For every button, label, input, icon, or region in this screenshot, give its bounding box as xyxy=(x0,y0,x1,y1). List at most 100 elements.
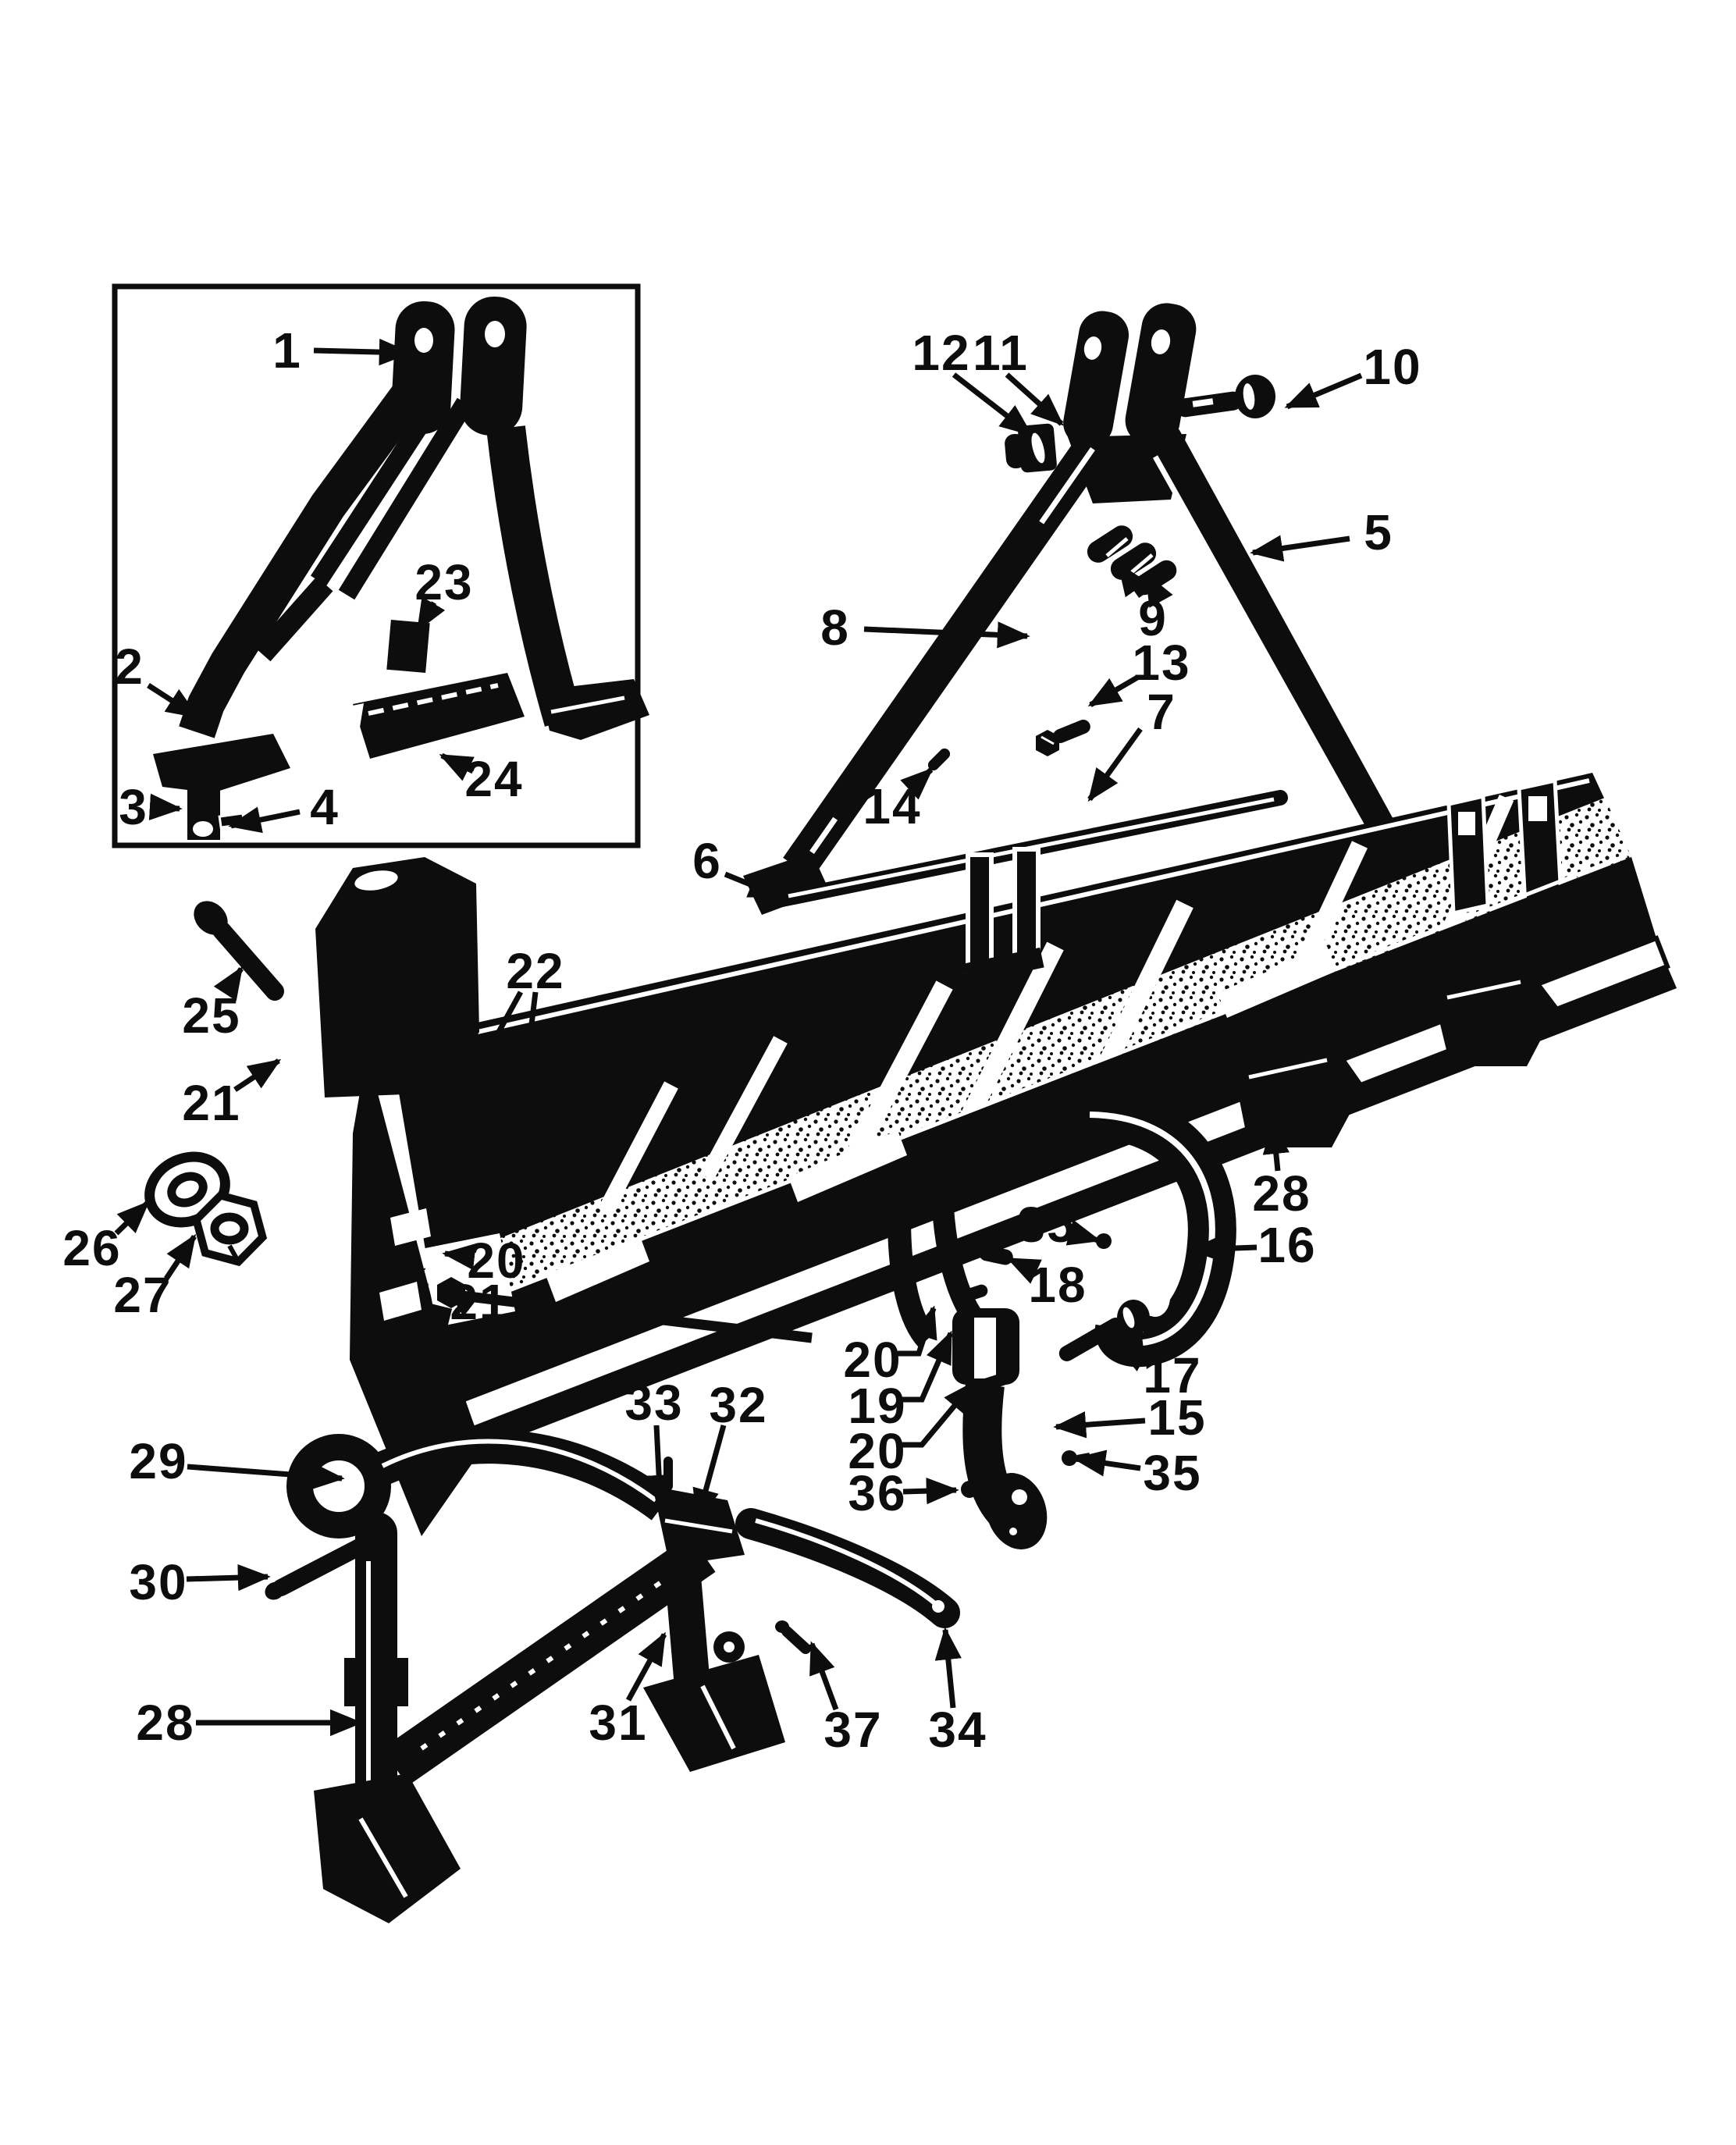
frame-fin-brackets xyxy=(1232,962,1558,1147)
callout-21-b-label: 21 xyxy=(450,1274,508,1330)
callout-25-label: 25 xyxy=(182,987,240,1044)
callout-6-label: 6 xyxy=(692,833,722,889)
callout-29-label: 29 xyxy=(129,1433,187,1489)
callout-27-label: 27 xyxy=(113,1267,172,1323)
callout-5-leader xyxy=(1250,535,1350,562)
callout-8-label: 8 xyxy=(820,599,850,656)
mast-right-leg-glint xyxy=(1152,455,1365,827)
mast-left-foot xyxy=(743,852,829,915)
callout-21-a-leader xyxy=(233,1058,282,1092)
callout-9-leader xyxy=(1117,562,1147,599)
callout-7-leader xyxy=(1087,727,1143,802)
brace-8-shape xyxy=(826,514,1051,827)
inset-front-leg xyxy=(179,371,434,738)
callout-1-label: 1 xyxy=(272,322,302,379)
frame-brace-gap-6 xyxy=(699,1036,788,1181)
frame-left-slot-1 xyxy=(390,1208,431,1246)
callout-4-leader xyxy=(228,806,301,834)
callout-15-label: 15 xyxy=(1147,1389,1206,1446)
rod-34-glint xyxy=(755,1518,938,1607)
pin-37-shape xyxy=(775,1620,811,1654)
nut-27-hole xyxy=(210,1212,249,1245)
pin-14-shape xyxy=(927,748,951,771)
callout-21-b-leader xyxy=(445,1286,480,1317)
bolt-25-head xyxy=(194,901,228,935)
fin-bracket-2 xyxy=(1430,962,1558,1066)
inset-strap-b xyxy=(338,397,474,600)
tower-base xyxy=(963,947,1044,984)
callout-35-a-label: 35 xyxy=(1017,1197,1076,1253)
callout-37-label: 37 xyxy=(824,1702,882,1758)
link-arm-hole xyxy=(1012,1489,1027,1505)
bolt-13-shape xyxy=(1036,720,1090,756)
callout-10-label: 10 xyxy=(1363,339,1421,395)
callout-2-label: 2 xyxy=(115,639,144,695)
link-arm-hole-small xyxy=(1009,1528,1017,1535)
callout-15-leader xyxy=(1053,1411,1146,1439)
frame-slat-2-notch xyxy=(1528,796,1547,821)
stand-foot-right-glint xyxy=(700,1684,736,1750)
washer-26-inner xyxy=(167,1172,208,1208)
inset-foot-right-glint xyxy=(550,695,625,714)
bolt-10-glint xyxy=(1243,383,1255,410)
frame-slat-1-notch xyxy=(1458,812,1475,835)
pin-30-body xyxy=(272,1538,368,1596)
callout-23-leader xyxy=(415,596,446,632)
frame-left-slot-2 xyxy=(379,1282,422,1321)
flap-pad-21-shape xyxy=(315,857,479,1097)
callout-12-label: 12 xyxy=(912,325,970,381)
callout-20-b-label: 20 xyxy=(843,1332,902,1388)
loose-hardware-left xyxy=(144,857,479,1267)
inset-plate-hole-right xyxy=(485,321,505,347)
callout-20-a-leader xyxy=(442,1243,476,1271)
callout-11-label: 11 xyxy=(973,325,1029,381)
main-frame-beam xyxy=(350,773,1677,1536)
callout-9-leader-1 xyxy=(1144,572,1173,608)
callout-32-leader xyxy=(692,1425,727,1522)
callout-7-label: 7 xyxy=(1147,684,1176,740)
fin-2-glint xyxy=(1446,980,1521,1000)
frame-front-slot-2 xyxy=(788,1130,907,1202)
bolt-10-shape xyxy=(1176,375,1275,418)
callout-13-label: 13 xyxy=(1132,635,1190,691)
callout-12-leader xyxy=(952,372,1033,436)
lever-arm-glint xyxy=(381,1439,657,1503)
callout-28-a-label: 28 xyxy=(1252,1165,1311,1222)
frame-front-face xyxy=(437,857,1656,1400)
callout-22-label: 22 xyxy=(506,943,564,999)
callout-22-leader-1 xyxy=(514,991,541,1092)
callout-10-leader xyxy=(1284,372,1363,410)
callout-31-leader xyxy=(625,1631,667,1702)
mast-plate-hole-right xyxy=(1151,329,1171,354)
callout-26-leader xyxy=(114,1201,150,1236)
screw-35u-head xyxy=(1096,1233,1112,1249)
callout-33-leader xyxy=(645,1425,673,1508)
callout-9-label: 9 xyxy=(1138,590,1168,646)
inset-rear-leg xyxy=(486,425,583,727)
square-washer-21 xyxy=(418,1302,453,1332)
callout-24-leader xyxy=(439,752,475,781)
callout-3-label: 3 xyxy=(119,779,148,835)
callout-6-leader xyxy=(724,871,782,899)
callout-29-leader xyxy=(187,1462,345,1490)
callout-4-label: 4 xyxy=(310,779,340,835)
callout-35-a-leader xyxy=(1065,1219,1101,1246)
stand-and-lever-assembly xyxy=(265,1429,960,1923)
callout-36-leader xyxy=(902,1477,959,1505)
callout-27-leader xyxy=(164,1233,197,1280)
inset-strap-c xyxy=(254,576,333,662)
flap-21-hole xyxy=(354,870,398,891)
inset-foot-right xyxy=(540,679,649,740)
callout-36-label: 36 xyxy=(848,1465,906,1521)
inset-mast-plate-right xyxy=(460,296,527,436)
clevis-19-slot xyxy=(974,1318,996,1378)
fin-28-glint xyxy=(1248,1058,1328,1080)
frame-brace-gap-7 xyxy=(598,1081,678,1215)
lever-eye-ring xyxy=(286,1434,391,1538)
callout-30-label: 30 xyxy=(129,1554,187,1610)
callout-28-b-label: 28 xyxy=(136,1695,194,1751)
frame-front-slot-3 xyxy=(1218,946,1336,1018)
inset-border xyxy=(112,283,641,848)
callout-20-a-label: 20 xyxy=(467,1233,525,1289)
callout-33-label: 33 xyxy=(624,1375,683,1431)
